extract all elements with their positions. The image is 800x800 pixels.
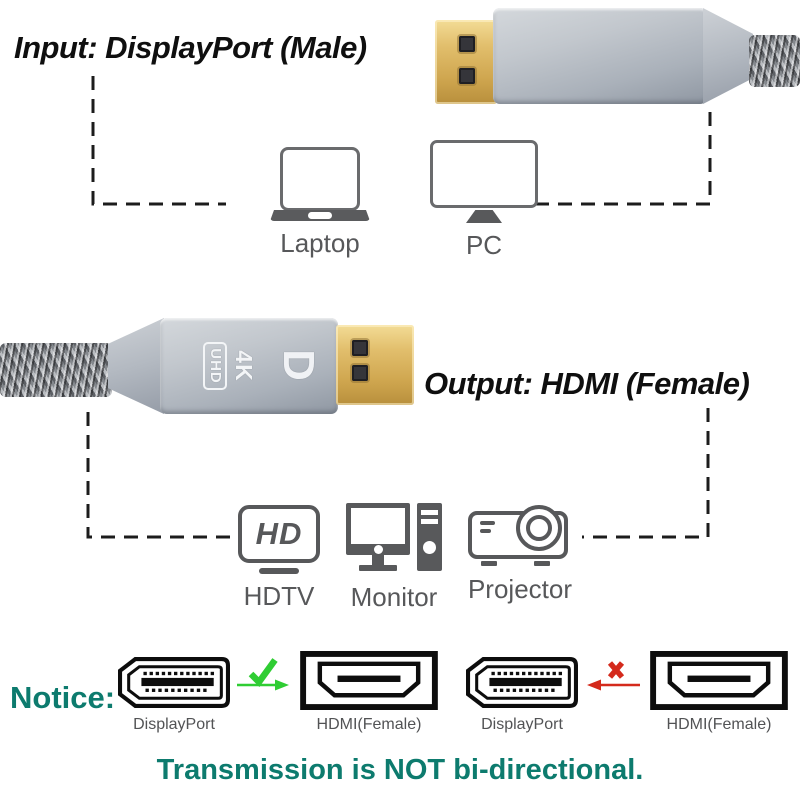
dp-plug-hole bbox=[459, 36, 475, 52]
displayport-cable-with-logo-photo: 4K UHD D bbox=[0, 315, 420, 415]
badge-uhd-text: UHD bbox=[203, 342, 227, 390]
connector-housing bbox=[493, 8, 707, 104]
hdtv-hd-text: HD bbox=[255, 516, 303, 551]
badge-4k-text: 4K bbox=[231, 350, 257, 382]
hdmi-female-label: HDMI(Female) bbox=[666, 716, 772, 733]
laptop-label: Laptop bbox=[280, 228, 360, 258]
dp-gold-plug bbox=[336, 325, 414, 405]
connector-housing: 4K UHD D bbox=[160, 318, 338, 414]
pc-tower-icon bbox=[417, 503, 442, 571]
displayport-connector-icon bbox=[466, 657, 578, 708]
hdtv-label: HDTV bbox=[243, 581, 315, 611]
projector-label: Projector bbox=[467, 574, 573, 604]
displayport-male-cable-photo bbox=[435, 5, 800, 115]
input-title: Input: DisplayPort (Male) bbox=[14, 30, 367, 65]
hdtv-icon: HD bbox=[236, 505, 322, 574]
monitor-icon bbox=[340, 503, 448, 575]
displayport-connector-icon bbox=[118, 657, 230, 708]
displayport-logo: D bbox=[274, 349, 323, 381]
laptop-device: Laptop bbox=[262, 147, 378, 259]
displayport-label: DisplayPort bbox=[481, 716, 563, 733]
monitor-label: Monitor bbox=[350, 582, 438, 612]
projector-icon bbox=[468, 505, 572, 567]
dp-plug-hole bbox=[352, 365, 368, 381]
dp-gold-plug bbox=[435, 20, 497, 104]
displayport-label: DisplayPort bbox=[133, 716, 215, 733]
projector-device: Projector bbox=[458, 505, 582, 605]
notice-heading: Notice: bbox=[10, 680, 116, 715]
dp-plug-hole bbox=[352, 340, 368, 356]
dp-plug-hole bbox=[459, 68, 475, 84]
braided-cable bbox=[749, 35, 800, 87]
hdmi-female-port-icon bbox=[300, 651, 438, 710]
strain-relief bbox=[108, 318, 164, 414]
hdtv-device: HD HDTV bbox=[236, 505, 322, 612]
check-arrow-right-icon bbox=[237, 658, 289, 691]
hdmi-female-port-icon bbox=[650, 651, 788, 710]
cross-arrow-left-icon bbox=[587, 661, 640, 691]
pc-monitor-icon bbox=[424, 140, 544, 223]
output-title: Output: HDMI (Female) bbox=[424, 366, 750, 401]
strain-relief bbox=[703, 8, 753, 104]
monitor-device: Monitor bbox=[340, 503, 448, 613]
laptop-icon bbox=[262, 147, 378, 221]
pc-label: PC bbox=[465, 230, 503, 260]
hdmi-female-label: HDMI(Female) bbox=[316, 716, 422, 733]
braided-cable bbox=[0, 343, 112, 397]
footer-note: Transmission is NOT bi-directional. bbox=[156, 754, 644, 786]
pc-device: PC bbox=[424, 140, 544, 261]
